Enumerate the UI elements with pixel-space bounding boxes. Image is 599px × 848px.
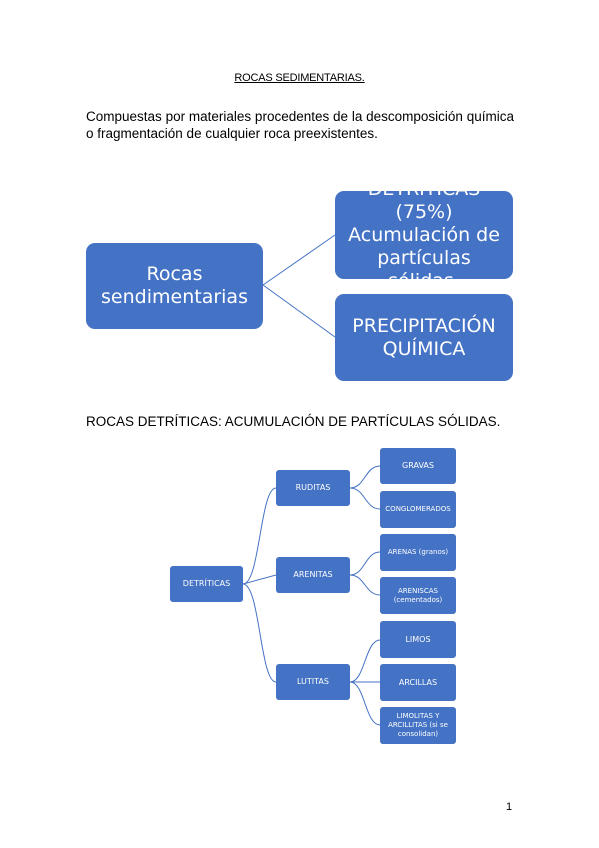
node-detriticas: DETRÍTICAS (75%) Acumulación de partícul… — [335, 178, 513, 292]
node-limolitas-label: LIMOLITAS Y ARCILLITAS (si se consolidan… — [388, 712, 448, 738]
node-limos: LIMOS — [380, 621, 456, 658]
connector-arenitas-areniscas — [349, 574, 381, 596]
node-detriticas-label: DETRÍTICAS (75%) Acumulación de partícul… — [348, 177, 500, 292]
connector-root-detriticas — [262, 234, 336, 286]
node-ruditas: RUDITAS — [276, 470, 350, 506]
node-areniscas-label: ARENISCAS (cementados) — [393, 586, 443, 604]
node-arenas-label: ARENAS (granos) — [387, 548, 449, 556]
intro-paragraph: Compuestas por materiales procedentes de… — [86, 109, 514, 141]
node-arcillas-label: ARCILLAS — [398, 677, 438, 687]
connector-lutitas-limolitas — [349, 681, 381, 726]
node-limolitas: LIMOLITAS Y ARCILLITAS (si se consolidan… — [380, 707, 456, 744]
connector-lutitas-limos — [349, 639, 381, 683]
connector-detriticas-ruditas — [242, 487, 277, 585]
node-conglomerados: CONGLOMERADOS — [380, 491, 456, 528]
node-lutitas: LUTITAS — [276, 664, 350, 700]
node-detriticas-root-label: DETRÍTICAS — [182, 579, 231, 588]
node-arenitas-label: ARENITAS — [293, 570, 333, 579]
node-limos-label: LIMOS — [405, 634, 431, 644]
connector-arenitas-arenas — [349, 551, 381, 576]
node-arenas: ARENAS (granos) — [380, 534, 456, 571]
node-detriticas-root: DETRÍTICAS — [170, 566, 243, 602]
node-gravas-label: GRAVAS — [402, 461, 434, 470]
node-ruditas-label: RUDITAS — [295, 483, 331, 492]
node-precipitacion-label: PRECIPITACIÓN QUÍMICA — [352, 314, 496, 360]
node-rocas-sedimentarias: Rocas sendimentarias — [86, 243, 263, 329]
connector-root-precipitacion — [262, 284, 336, 338]
node-arcillas: ARCILLAS — [380, 664, 456, 701]
connector-detriticas-lutitas — [242, 583, 277, 683]
node-areniscas: ARENISCAS (cementados) — [380, 577, 456, 614]
node-arenitas: ARENITAS — [276, 557, 350, 593]
page-number: 1 — [506, 801, 513, 813]
connector-detriticas-arenitas — [242, 574, 277, 585]
section-title-detriticas: ROCAS DETRÍTICAS: ACUMULACIÓN DE PARTÍCU… — [86, 414, 501, 429]
connector-ruditas-conglomerados — [349, 487, 381, 510]
node-precipitacion-quimica: PRECIPITACIÓN QUÍMICA — [335, 294, 513, 381]
document-title: ROCAS SEDIMENTARIAS. — [234, 72, 365, 84]
node-gravas: GRAVAS — [380, 448, 456, 484]
node-conglomerados-label: CONGLOMERADOS — [385, 505, 451, 513]
node-rocas-sedimentarias-label: Rocas sendimentarias — [101, 263, 248, 308]
connector-ruditas-gravas — [349, 465, 381, 489]
node-lutitas-label: LUTITAS — [297, 677, 329, 686]
